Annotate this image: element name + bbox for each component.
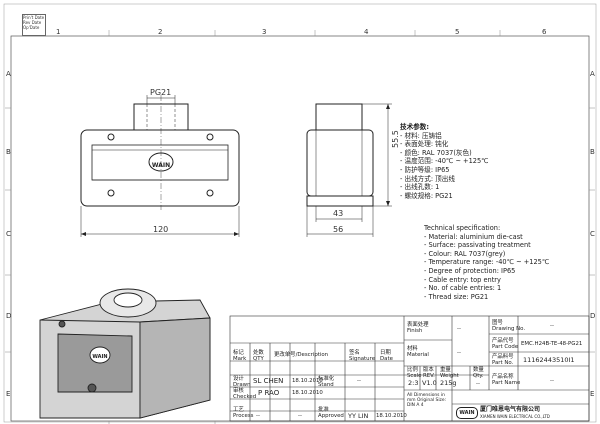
spec-cn: 技术参数: - 材料: 压铸铝 - 表面处理: 钝化 - 颜色: RAL 703… bbox=[400, 123, 489, 200]
spec-en-title: Technical specification: bbox=[424, 224, 501, 232]
spec-cn-line: - 出线方式: 顶出线 bbox=[400, 174, 455, 183]
row-label-a-right: A bbox=[590, 70, 595, 78]
col-label-3: 3 bbox=[262, 28, 267, 36]
col-label-1: 1 bbox=[56, 28, 61, 36]
dim-depth-56: 56 bbox=[333, 225, 344, 234]
isometric-view bbox=[39, 288, 211, 419]
spec-cn-title: 技术参数: bbox=[400, 123, 430, 131]
spec-cn-line: - 螺纹规格: PG21 bbox=[400, 191, 453, 200]
row-label-e-right: E bbox=[590, 390, 595, 398]
svg-text:WAIN: WAIN bbox=[152, 162, 170, 169]
spec-en-line: - No. of cable entries: 1 bbox=[424, 284, 502, 293]
tb-std-dash: -- bbox=[357, 378, 361, 384]
spec-en-line: - Surface: passivating treatment bbox=[424, 241, 531, 250]
tb-finish-val: -- bbox=[457, 326, 461, 332]
tb-approve-date: 18.10.2010 bbox=[376, 413, 407, 419]
spec-en-line: - Degree of protection: IP65 bbox=[424, 266, 516, 275]
col-label-6: 6 bbox=[542, 28, 547, 36]
tb-units-note: All Dimensions in mm Original Size: DIN … bbox=[407, 393, 447, 408]
tb-company-en: XIAMEN WAIN ELECTRICAL CO.,LTD bbox=[480, 414, 550, 419]
row-label-e: E bbox=[6, 390, 11, 398]
row-label-d: D bbox=[6, 312, 12, 320]
tb-part-no-val: 11162443510I1 bbox=[523, 356, 575, 364]
spec-cn-line: - 出线孔数: 1 bbox=[400, 183, 440, 192]
tb-change: 更改单号/Description bbox=[274, 352, 329, 358]
spec-cn-line: - 防护等级: IP65 bbox=[400, 165, 450, 174]
tb-process-date-dash: -- bbox=[298, 413, 302, 419]
tb-process-dash: -- bbox=[256, 413, 260, 419]
front-view bbox=[80, 95, 240, 237]
tb-material-val: -- bbox=[457, 350, 461, 356]
spec-cn-line: - 颜色: RAL 7037(灰色) bbox=[400, 148, 472, 157]
tb-check-name: P RAO bbox=[258, 389, 280, 397]
tb-drawing-val: -- bbox=[550, 323, 554, 329]
dim-pg21: PG21 bbox=[150, 88, 172, 97]
tb-scale-val: 2:3 bbox=[408, 379, 419, 387]
spec-en-line: - Thread size: PG21 bbox=[424, 292, 489, 301]
tb-rev-val: V1.0 bbox=[422, 379, 437, 387]
tb-designer-name: SL CHEN bbox=[253, 377, 284, 385]
spec-cn-line: - 温度范围: -40℃ ~ +125℃ bbox=[400, 157, 489, 166]
spec-en-line: - Temperature range: -40℃ ~ +125℃ bbox=[424, 258, 550, 267]
dim-height-55-5: 55.5 bbox=[391, 130, 400, 148]
spec-en-line: - Cable entry: top entry bbox=[424, 275, 501, 284]
tb-qty2-val: -- bbox=[476, 381, 480, 387]
op-date-label: Op'Date bbox=[23, 25, 40, 30]
spec-en-line: - Colour: RAL 7037(grey) bbox=[424, 249, 506, 258]
dim-width-120: 120 bbox=[153, 225, 169, 234]
row-label-b-right: B bbox=[590, 148, 595, 156]
spec-cn-line: - 表面处理: 钝化 bbox=[400, 140, 449, 149]
side-view bbox=[306, 103, 392, 237]
print-date-box: Prin't Date Rev Date Op'Date bbox=[22, 14, 46, 36]
print-date-label: Prin't Date bbox=[23, 15, 45, 20]
tb-weight-val: 215g bbox=[440, 379, 457, 387]
spec-en-line: - Material: aluminium die-cast bbox=[424, 232, 523, 241]
tb-approve-name: YY LIN bbox=[348, 412, 369, 420]
dim-depth-43: 43 bbox=[333, 209, 344, 218]
tb-company-cn: 厦门唯恩电气有限公司 bbox=[480, 406, 541, 413]
row-label-c: C bbox=[6, 230, 11, 238]
rev-date-label: Rev Date bbox=[23, 20, 42, 25]
company-logo: WAIN bbox=[456, 407, 478, 419]
col-label-4: 4 bbox=[364, 28, 369, 36]
svg-text:WAIN: WAIN bbox=[92, 354, 107, 360]
row-label-c-right: C bbox=[590, 230, 595, 238]
tb-part-code-val: EMC.H24B-TE-48-PG21 bbox=[521, 341, 583, 347]
tb-designer-date: 18.10.2010 bbox=[292, 378, 323, 384]
row-label-a: A bbox=[6, 70, 11, 78]
tb-part-name-val: -- bbox=[550, 378, 554, 384]
col-label-2: 2 bbox=[158, 28, 163, 36]
spec-cn-line: - 材料: 压铸铝 bbox=[400, 131, 442, 140]
row-label-b: B bbox=[6, 148, 11, 156]
col-label-5: 5 bbox=[455, 28, 460, 36]
spec-en: Technical specification: - Material: alu… bbox=[424, 224, 549, 301]
tb-check-date: 18.10.2010 bbox=[292, 390, 323, 396]
title-block-grid bbox=[229, 315, 590, 422]
row-label-d-right: D bbox=[590, 312, 596, 320]
